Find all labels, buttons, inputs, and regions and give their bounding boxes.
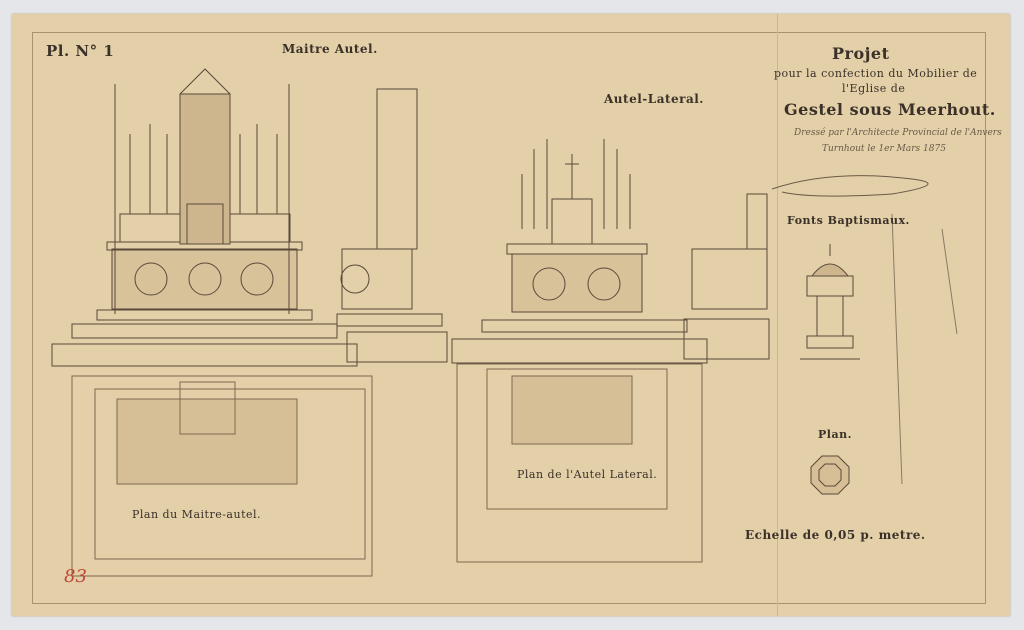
- side-altar-label: Autel-Lateral.: [604, 92, 704, 106]
- main-altar-elevation: [51, 68, 358, 367]
- signature-line-2: Turnhout le 1er Mars 1875: [822, 144, 946, 154]
- signature-line-1: Dressé par l'Architecte Provincial de l'…: [794, 128, 1002, 138]
- main-altar-plan-label: Plan du Maitre-autel.: [132, 508, 262, 521]
- main-altar-side-elevation: [336, 88, 448, 363]
- font-plan-label: Plan.: [818, 428, 852, 441]
- title-heading: Projet: [832, 44, 890, 63]
- baptismal-font-label: Fonts Baptismaux.: [787, 214, 910, 227]
- side-altar-elevation: [451, 139, 770, 364]
- archive-number: 83: [64, 566, 87, 587]
- title-place: Gestel sous Meerhout.: [784, 100, 996, 119]
- title-line-1: pour la confection du Mobilier de: [774, 67, 978, 80]
- border-frame: [32, 32, 986, 604]
- vertical-annotation: [891, 213, 958, 485]
- signature-flourish: [771, 175, 929, 197]
- fold-line: [777, 14, 778, 616]
- main-altar-label: Maitre Autel.: [282, 42, 378, 56]
- baptismal-font-elevation: [800, 244, 860, 360]
- baptismal-font-plan: [810, 455, 850, 495]
- drawing-sheet: Pl. N° 1 Maitre Autel. Autel-Lateral. Pr…: [12, 14, 1010, 616]
- main-altar-plan: [71, 375, 373, 577]
- side-altar-plan: [456, 363, 703, 563]
- side-altar-plan-label: Plan de l'Autel Lateral.: [517, 468, 658, 481]
- plate-number: Pl. N° 1: [46, 42, 115, 60]
- scale-label: Echelle de 0,05 p. metre.: [745, 528, 926, 542]
- title-line-2: l'Eglise de: [842, 82, 906, 95]
- architectural-drawing: [51, 68, 958, 577]
